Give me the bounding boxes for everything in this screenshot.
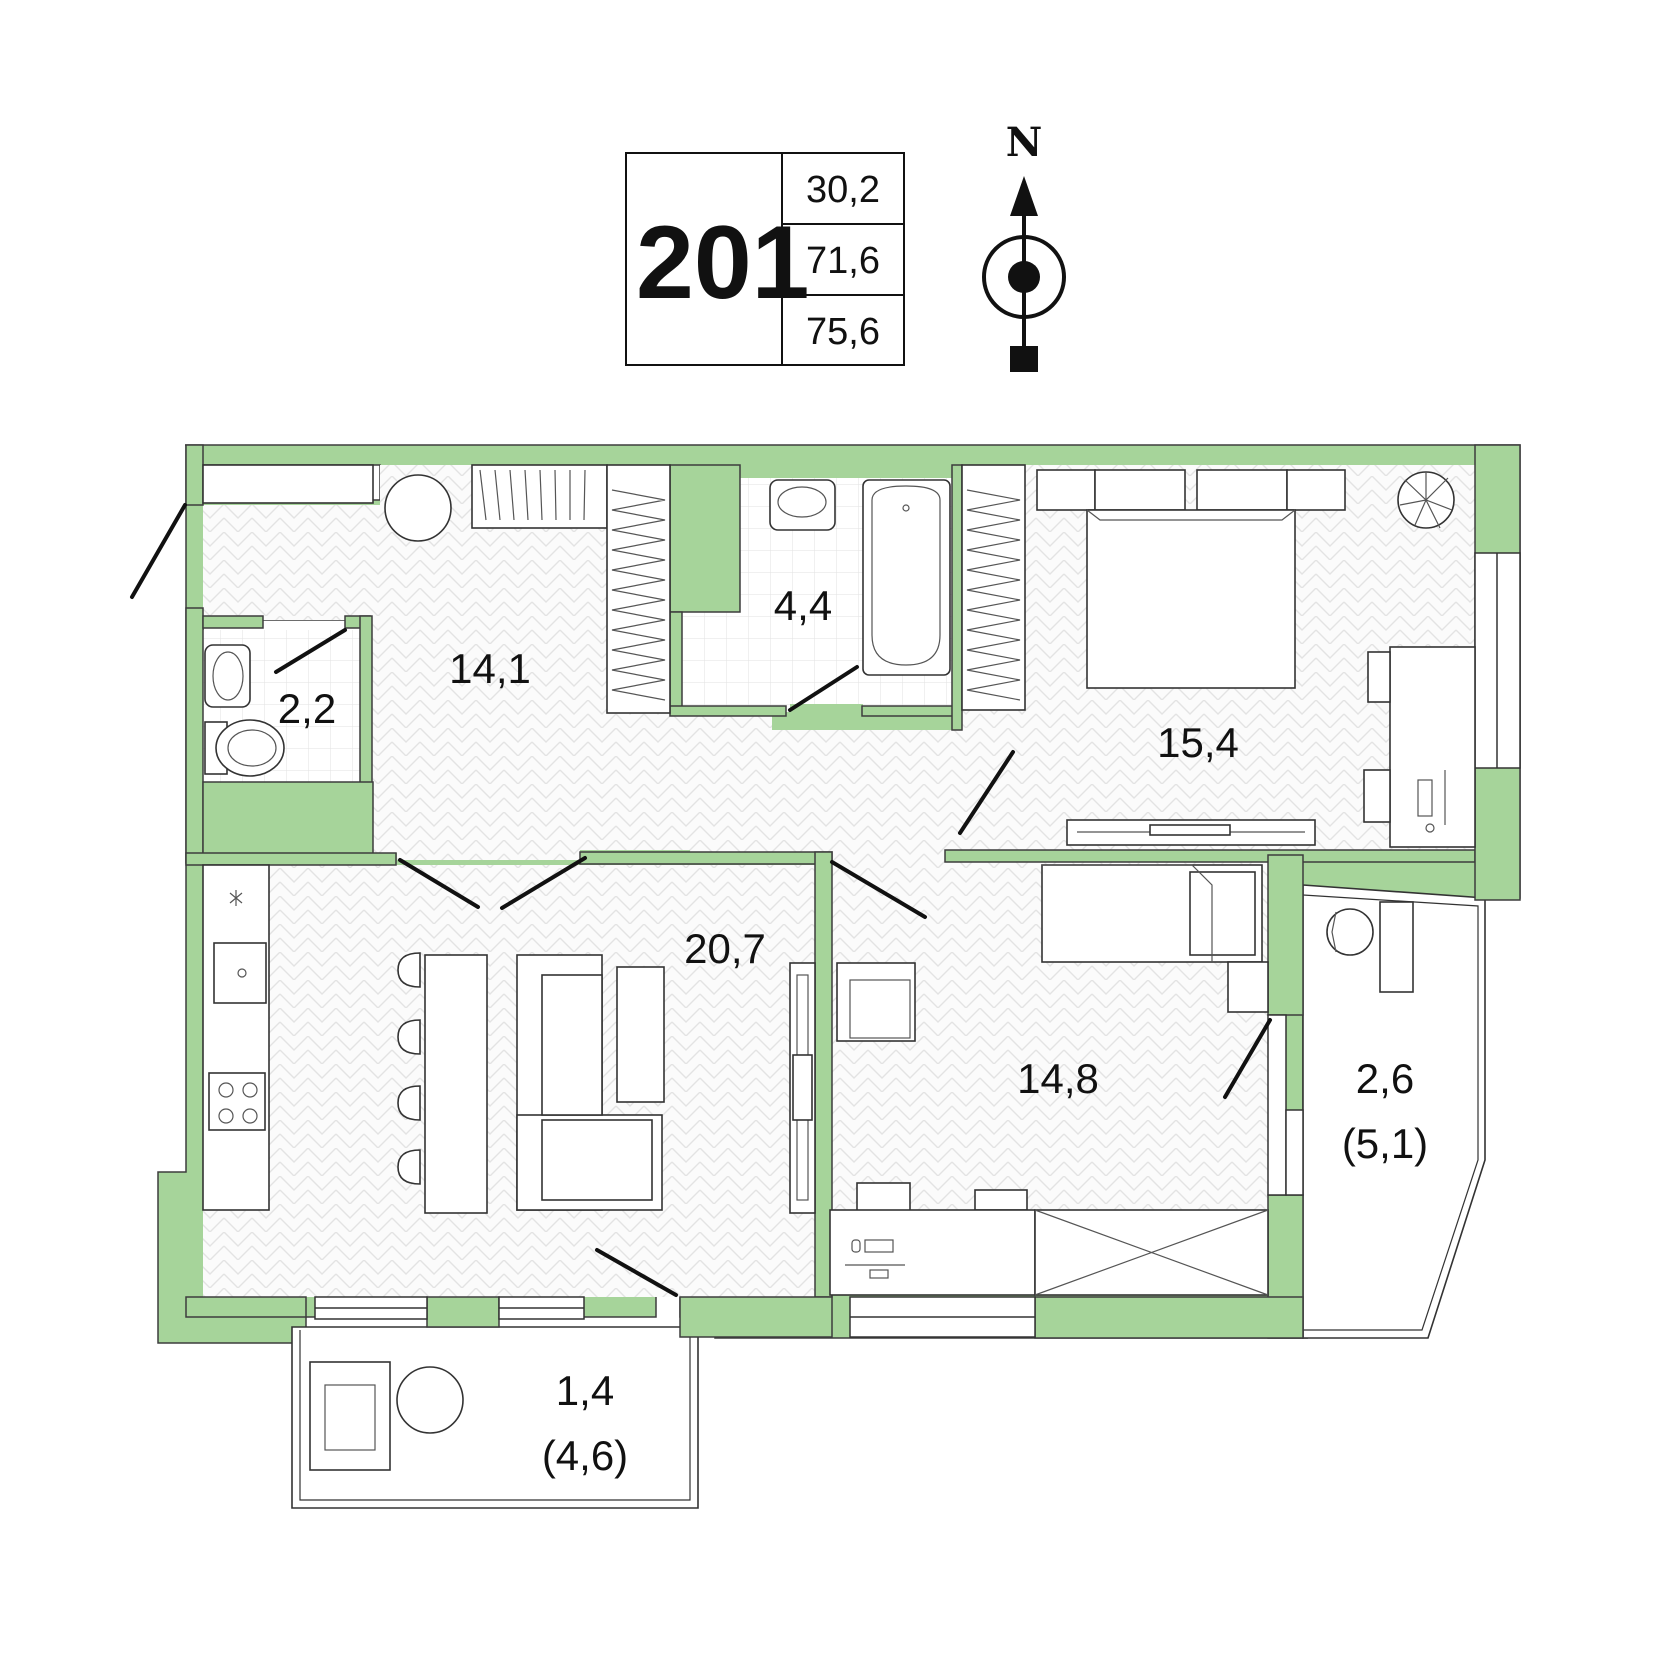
area-labels: 14,1 2,2 4,4 15,4 20,7 14,8 2,6 (5,1) 1,…	[278, 582, 1428, 1479]
apartment-info-box: 201 30,2 71,6 75,6	[625, 152, 905, 366]
room2-floor	[832, 855, 1268, 1295]
south-balcony-full-area: (4,6)	[542, 1432, 628, 1479]
interior-walls	[185, 444, 1521, 1339]
south-balcony-floor	[291, 1326, 699, 1509]
living-kitchen-area: 20,7	[684, 925, 766, 972]
east-balcony-full-area: (5,1)	[1342, 1120, 1428, 1167]
hall-area: 14,1	[449, 645, 531, 692]
computer-icon	[1417, 779, 1433, 817]
living-tv-icon	[789, 962, 816, 1214]
balcony-armchair-icon	[309, 1361, 464, 1471]
tv-icon	[1066, 819, 1316, 846]
sofa-icon	[516, 954, 665, 1211]
total-area-with-balconies-value: 75,6	[806, 311, 880, 353]
apartment-number: 201	[636, 205, 810, 321]
kitchen-sink-icon	[213, 942, 267, 1004]
room2-desk-icon	[829, 1182, 1269, 1296]
chair-icon	[397, 952, 421, 1185]
living-kitchen-floor	[203, 865, 815, 1297]
compass-north-icon: N	[982, 119, 1066, 372]
kitchen-counter	[202, 864, 270, 1211]
single-bed-icon	[1041, 864, 1269, 1013]
balcony-desk-icon	[1326, 901, 1414, 993]
bed-icon	[1036, 469, 1346, 689]
bathroom-area: 4,4	[774, 582, 832, 629]
east-balcony-area: 2,6	[1356, 1055, 1414, 1102]
floors	[203, 465, 1486, 1509]
total-area-value: 71,6	[806, 240, 880, 282]
windows	[314, 552, 1521, 1338]
round-table-icon	[384, 474, 452, 542]
bedroom-area: 15,4	[1157, 719, 1239, 766]
room2-area: 14,8	[1017, 1055, 1099, 1102]
living-area-value: 30,2	[806, 169, 880, 211]
plant-icon	[1397, 471, 1455, 529]
bathtub-icon	[862, 479, 951, 676]
sink-icon	[204, 644, 251, 708]
compass-label: N	[1006, 119, 1043, 166]
wc-area: 2,2	[278, 685, 336, 732]
desk-icon	[1363, 646, 1476, 848]
south-balcony-area: 1,4	[556, 1367, 614, 1414]
bathroom-sink-icon	[769, 479, 836, 531]
balcony-round-table-icon	[396, 1366, 464, 1434]
toilet-icon	[204, 719, 285, 777]
doors	[130, 503, 1272, 1297]
stove-icon	[208, 1072, 266, 1131]
armchair-icon	[836, 962, 916, 1042]
wardrobe-icon	[202, 464, 1026, 714]
dining-table	[397, 952, 488, 1214]
